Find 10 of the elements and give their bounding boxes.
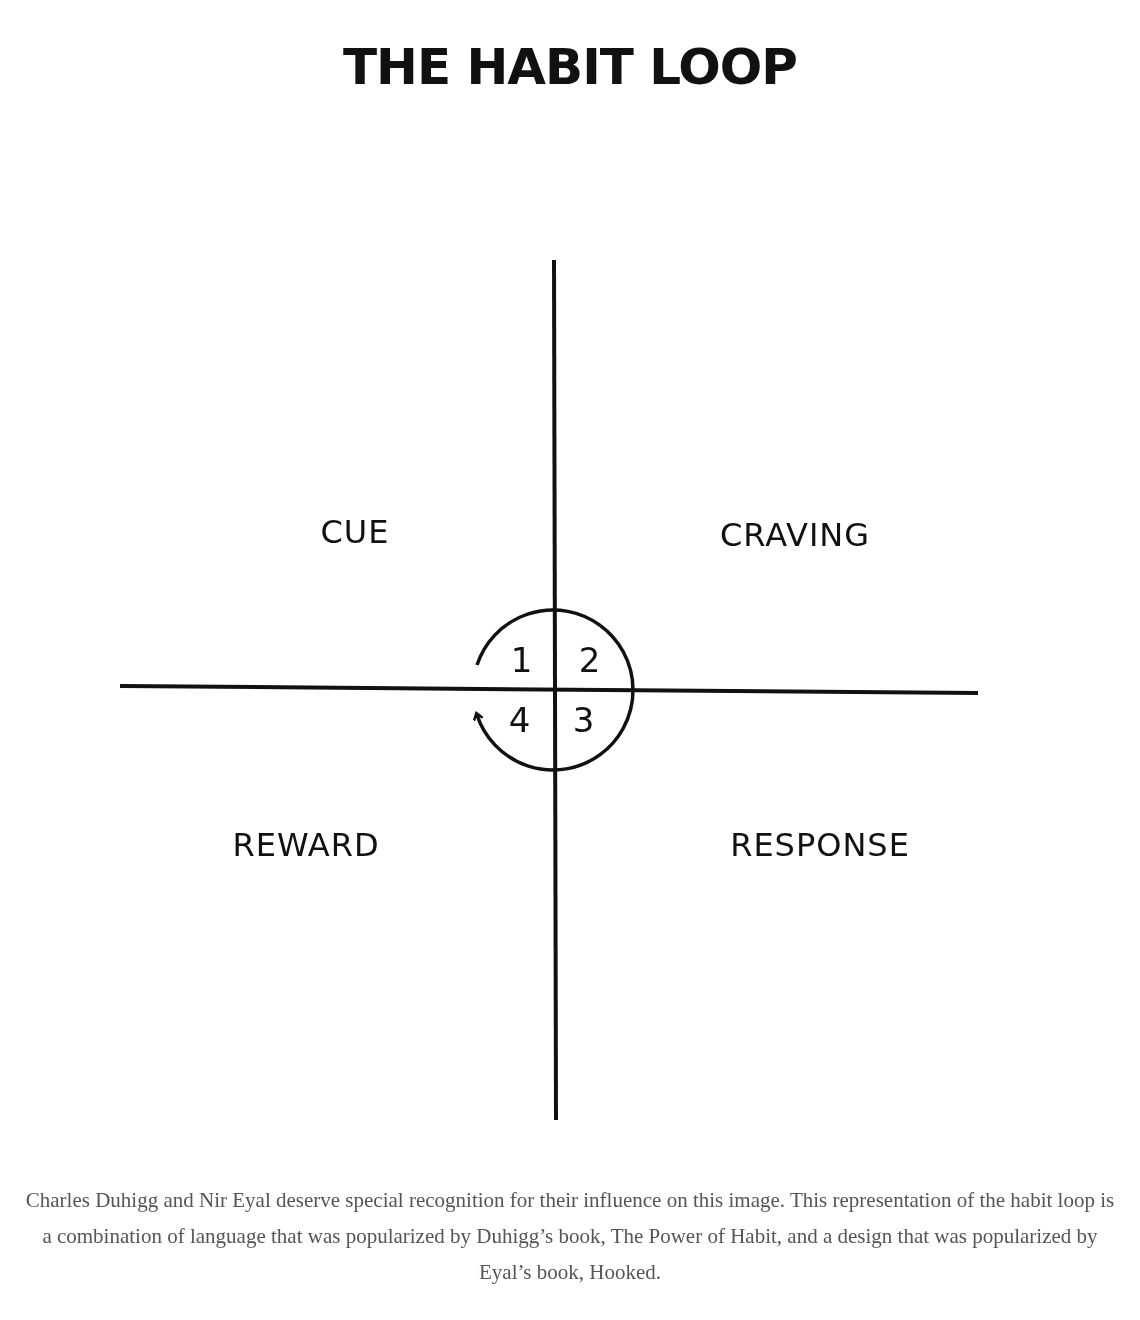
quadrant-label: CRAVING: [719, 516, 871, 554]
quadrant-label: REWARD: [232, 826, 380, 864]
quadrant-label: CUE: [320, 513, 390, 551]
step-number: 2: [578, 640, 602, 680]
title: THE HABIT LOOP: [342, 38, 798, 96]
step-number: 4: [508, 700, 532, 740]
caption: Charles Duhigg and Nir Eyal deserve special recognition for their influence on this image. This representation of the habit loop is a combination of language that was popularized by Duhigg’s book, The Power of Habit, and a design that was popularized by Eyal’s book, Hooked.: [24, 1187, 1116, 1286]
quadrant-label: RESPONSE: [730, 826, 910, 864]
step-number: 1: [510, 640, 534, 680]
step-number: 3: [572, 700, 596, 740]
